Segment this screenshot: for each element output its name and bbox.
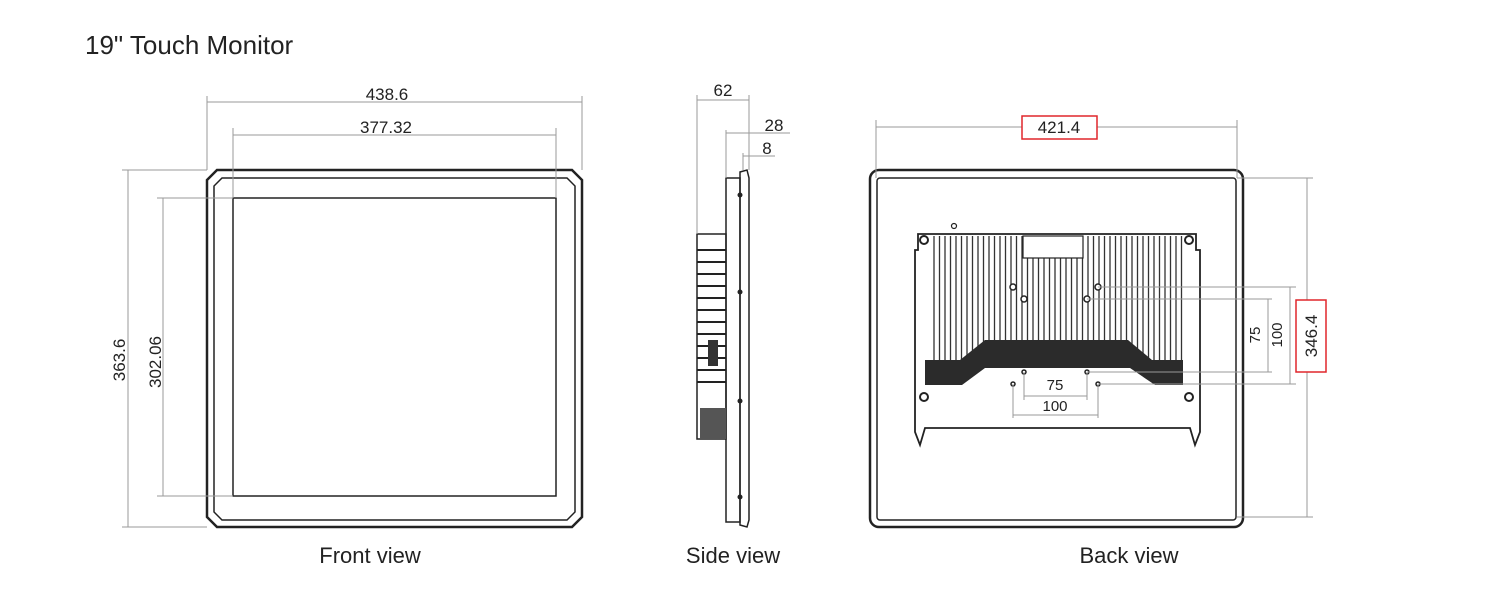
back-panel bbox=[876, 177, 1237, 521]
side-connector bbox=[708, 340, 718, 366]
page-title: 19" Touch Monitor bbox=[85, 30, 294, 60]
dim-vesa-large-h-line bbox=[1012, 384, 1099, 418]
dim-width-line bbox=[206, 96, 583, 170]
back-indicator-hole bbox=[950, 222, 958, 230]
dim-screen-width-line bbox=[232, 128, 557, 198]
back-view-label: Back view bbox=[1079, 543, 1178, 568]
dim-back-height-label: 346.4 bbox=[1302, 315, 1321, 358]
dim-depth-bezel-line bbox=[742, 153, 775, 170]
side-vent bbox=[700, 408, 726, 439]
dim-depth-total-line bbox=[696, 95, 750, 234]
dim-back-width-highlight bbox=[1021, 115, 1098, 140]
side-bezel bbox=[739, 169, 750, 528]
front-view: 438.6 377.32 363.6 302.06 Front view bbox=[110, 85, 584, 568]
dim-depth-total-label: 62 bbox=[714, 81, 733, 100]
dim-depth-chassis-line bbox=[725, 130, 790, 178]
dim-screen-width-label: 377.32 bbox=[360, 118, 412, 137]
back-view: 75 100 75 100 421.4 346.4 Back view bbox=[868, 115, 1327, 568]
side-chassis bbox=[725, 177, 741, 523]
dim-vesa-large-h-label: 100 bbox=[1042, 398, 1067, 415]
dim-vesa-small-v-label: 75 bbox=[1247, 327, 1264, 344]
side-view-label: Side view bbox=[686, 543, 780, 568]
front-bezel bbox=[213, 177, 576, 521]
dim-vesa-large-v-label: 100 bbox=[1269, 322, 1286, 347]
dim-back-height-highlight bbox=[1295, 299, 1327, 373]
back-frame bbox=[868, 168, 1245, 529]
dim-screen-height-label: 302.06 bbox=[146, 336, 165, 388]
dim-width-label: 438.6 bbox=[366, 85, 409, 104]
back-housing bbox=[914, 233, 1201, 448]
back-handle-slot bbox=[1022, 235, 1084, 259]
back-vesa-holes bbox=[1009, 283, 1102, 387]
back-heatsink-base bbox=[925, 340, 1183, 385]
dim-depth-bezel-label: 8 bbox=[762, 139, 771, 158]
side-screws bbox=[737, 192, 743, 500]
dim-height-line bbox=[122, 169, 207, 528]
dim-screen-height-line bbox=[157, 197, 233, 497]
front-frame bbox=[205, 168, 584, 529]
side-view: 62 28 8 Side view bbox=[686, 81, 790, 568]
dim-vesa-small-h-line bbox=[1023, 372, 1088, 400]
front-view-label: Front view bbox=[319, 543, 421, 568]
dim-back-width-label: 421.4 bbox=[1038, 118, 1081, 137]
dim-height-label: 363.6 bbox=[110, 339, 129, 382]
dim-vesa-small-h-label: 75 bbox=[1047, 377, 1064, 394]
dim-depth-chassis-label: 28 bbox=[765, 116, 784, 135]
vesa-extension-lines bbox=[1087, 286, 1296, 385]
screen-area bbox=[232, 197, 557, 497]
side-fins bbox=[697, 249, 726, 383]
back-corner-screws bbox=[919, 235, 1194, 402]
